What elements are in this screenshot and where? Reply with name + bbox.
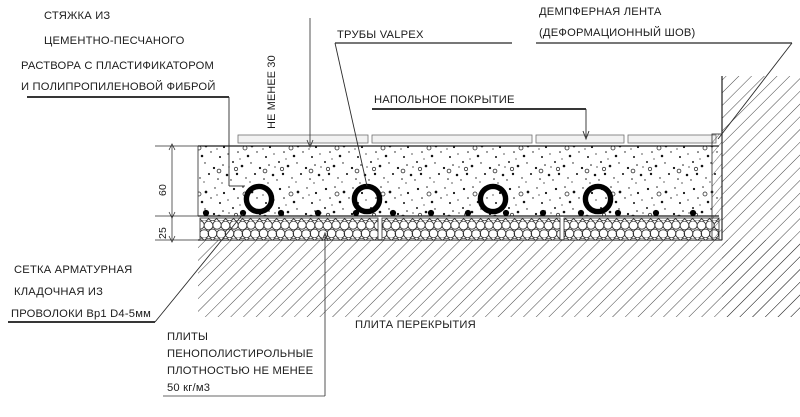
mesh-line-3: ПРОВОЛОКИ Вр1 D4-5мм <box>11 308 151 320</box>
floor-covering-callout-group: НАПОЛЬНОЕ ПОКРЫТИЕ <box>372 94 590 141</box>
dimension-value-screed: 60 <box>157 184 169 196</box>
dimension-set: 60 25 <box>155 143 198 243</box>
mesh-line-2: КЛАДОЧНАЯ ИЗ <box>14 286 103 298</box>
floor-covering <box>237 134 717 144</box>
insulation-line-2: ПЕНОПОЛИСТИРОЛЬНЫЕ <box>167 348 313 360</box>
floor-slab <box>198 239 800 317</box>
reinforcement-mesh <box>202 209 697 217</box>
slab-label: ПЛИТА ПЕРЕКРЫТИЯ <box>355 319 476 331</box>
pipe-section <box>582 183 614 215</box>
minimum-cover-note-group: НЕ МЕНЕЕ 30 <box>266 18 314 149</box>
heating-pipes <box>243 183 614 215</box>
screed-line-4: И ПОЛИПРОПИЛЕНОВОЙ ФИБРОЙ <box>21 80 216 93</box>
insulation-line-3: ПЛОТНОСТЬЮ НЕ МЕНЕЕ <box>167 365 313 377</box>
damper-line-2: (ДЕФОРМАЦИОННЫЙ ШОВ) <box>539 26 696 39</box>
screed-line-3: РАСТВОРА С ПЛАСТИФИКАТОРОМ <box>21 60 214 72</box>
pipe-section <box>477 183 509 215</box>
cement-sand-screed <box>197 145 719 217</box>
pipe-section <box>351 183 383 215</box>
insulation-layer <box>199 217 720 241</box>
insulation-line-1: ПЛИТЫ <box>167 331 208 343</box>
insulation-line-4: 50 кг/м3 <box>167 382 210 394</box>
damper-line-1: ДЕМПФЕРНАЯ ЛЕНТА <box>539 6 662 18</box>
minimum-cover-note-text: НЕ МЕНЕЕ 30 <box>266 55 278 129</box>
screed-line-2: ЦЕМЕНТНО-ПЕСЧАНОГО <box>44 35 185 47</box>
mesh-callout-group: СЕТКА АРМАТУРНАЯ КЛАДОЧНАЯ ИЗ ПРОВОЛОКИ … <box>8 213 244 323</box>
mesh-line-1: СЕТКА АРМАТУРНАЯ <box>14 264 132 276</box>
pipes-callout-group: ТРУБЫ VALPEX <box>334 29 512 187</box>
insulation-callout-group: ПЛИТЫ ПЕНОПОЛИСТИРОЛЬНЫЕ ПЛОТНОСТЬЮ НЕ М… <box>163 231 329 397</box>
pipes-label: ТРУБЫ VALPEX <box>337 29 424 41</box>
slab-callout-group: ПЛИТА ПЕРЕКРЫТИЯ <box>355 319 476 331</box>
floor-covering-label: НАПОЛЬНОЕ ПОКРЫТИЕ <box>374 94 515 106</box>
screed-line-1: СТЯЖКА ИЗ <box>44 10 110 22</box>
pipe-section <box>243 183 275 215</box>
screed-callout-group: СТЯЖКА ИЗ ЦЕМЕНТНО-ПЕСЧАНОГО РАСТВОРА С … <box>21 10 245 187</box>
dimension-value-insulation: 25 <box>157 227 169 239</box>
damper-tape <box>711 133 723 241</box>
damper-callout-group: ДЕМПФЕРНАЯ ЛЕНТА (ДЕФОРМАЦИОННЫЙ ШОВ) <box>536 6 793 140</box>
